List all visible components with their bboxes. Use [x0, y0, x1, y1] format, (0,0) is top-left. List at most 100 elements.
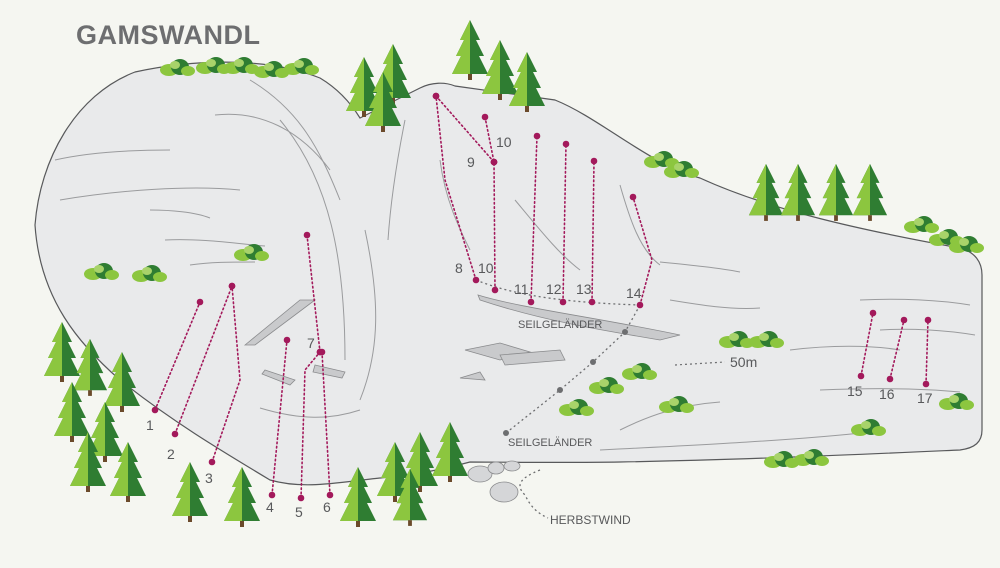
- route-line-12: [562, 143, 567, 303]
- route-start-icon: [472, 276, 480, 284]
- bush-icon: [664, 161, 699, 178]
- tree-icon: [509, 52, 545, 112]
- route-label-3: 3: [205, 470, 213, 486]
- tree-icon: [748, 163, 784, 221]
- route-label-4: 4: [266, 499, 274, 515]
- route-line-13: [591, 160, 595, 303]
- tree-icon: [452, 20, 488, 80]
- route-line-5: [300, 351, 321, 499]
- route-start-icon: [588, 298, 596, 306]
- climbing-routes: [151, 92, 932, 502]
- route-label-10: 10: [478, 260, 494, 276]
- route-line-14: [632, 196, 653, 306]
- route-line-10top: [484, 116, 495, 163]
- tree-icon: [70, 432, 106, 492]
- base-boulders: [467, 460, 521, 503]
- route-start-icon: [857, 372, 865, 380]
- route-label-8: 8: [455, 260, 463, 276]
- fixed-rope-lower-label: SEILGELÄNDER: [508, 437, 592, 449]
- route-start-icon: [481, 113, 489, 121]
- route-line-17: [925, 319, 929, 385]
- route-anchor-icon: [869, 309, 877, 317]
- route-line-15: [860, 312, 874, 377]
- fixed-rope-upper-label: SEILGELÄNDER: [518, 319, 602, 331]
- route-start-icon: [268, 491, 276, 499]
- route-anchor-icon: [590, 157, 598, 165]
- route-line-9: [435, 95, 495, 163]
- route-anchor-icon: [490, 158, 498, 166]
- tree-icon: [224, 467, 260, 527]
- route-label-5: 5: [295, 504, 303, 520]
- route-anchor-icon: [228, 282, 236, 290]
- bush-icon: [644, 151, 679, 168]
- tree-icon: [346, 57, 382, 117]
- route-label-12: 12: [546, 281, 562, 297]
- route-anchor-icon: [924, 316, 932, 324]
- tree-icon: [818, 163, 854, 221]
- route-line-10: [493, 161, 496, 291]
- tree-icon: [44, 322, 80, 382]
- route-label-14: 14: [626, 285, 642, 301]
- route-anchor-icon: [196, 298, 204, 306]
- route-anchor-icon: [533, 132, 541, 140]
- rock-ledges: [243, 294, 681, 386]
- route-start-icon: [636, 301, 644, 309]
- fixed-rope-upper: SEILGELÄNDER: [475, 279, 641, 331]
- bush-icon: [589, 377, 624, 394]
- route-start-icon: [316, 348, 324, 356]
- route-start-icon: [297, 494, 305, 502]
- bushes: [84, 57, 984, 468]
- bush-icon: [659, 396, 694, 413]
- route-line-3: [211, 285, 241, 463]
- bush-icon: [234, 244, 269, 261]
- distance-label: 50m: [730, 354, 757, 370]
- route-label-15: 15: [847, 383, 863, 399]
- route-line-8: [435, 95, 477, 281]
- bush-icon: [719, 331, 754, 348]
- tree-icon: [110, 442, 146, 502]
- bush-icon: [939, 393, 974, 410]
- route-label-1: 1: [146, 417, 154, 433]
- route-label-9: 9: [467, 154, 475, 170]
- fixed-rope-lower: SEILGELÄNDER: [503, 304, 641, 449]
- page-title: GAMSWANDL: [76, 20, 261, 50]
- bush-icon: [794, 449, 829, 466]
- bush-icon: [851, 419, 886, 436]
- bush-icon: [224, 57, 259, 74]
- route-start-icon: [432, 92, 440, 100]
- trees: [44, 20, 888, 527]
- route-start-icon: [527, 298, 535, 306]
- tree-icon: [340, 467, 376, 527]
- tree-icon: [365, 72, 401, 132]
- tree-icon: [87, 402, 123, 462]
- route-line-16: [889, 319, 905, 380]
- route-numbers: 1 2 3 4 5 6 7 8 9 10 10 11 12 13 14 15 1…: [146, 134, 933, 520]
- route-label-13: 13: [576, 281, 592, 297]
- route-start-icon: [171, 430, 179, 438]
- bush-icon: [749, 331, 784, 348]
- bush-icon: [284, 58, 319, 75]
- tree-icon: [172, 462, 208, 522]
- route-anchor-icon: [283, 336, 291, 344]
- bush-icon: [559, 399, 594, 416]
- route-start-icon: [326, 491, 334, 499]
- tree-icon: [392, 468, 428, 526]
- approach-path: [519, 469, 549, 519]
- route-line-2: [174, 285, 233, 435]
- tree-icon: [780, 163, 816, 221]
- route-label-10-top: 10: [496, 134, 512, 150]
- route-line-4: [271, 339, 288, 496]
- route-start-icon: [208, 458, 216, 466]
- route-label-16: 16: [879, 386, 895, 402]
- distance-marker-line: [674, 361, 726, 366]
- route-label-11: 11: [514, 281, 529, 297]
- bush-icon: [160, 59, 195, 76]
- bush-icon: [904, 216, 939, 233]
- tree-icon: [482, 40, 518, 100]
- tree-icon: [104, 352, 140, 412]
- route-anchor-icon: [562, 140, 570, 148]
- tree-icon: [54, 382, 90, 442]
- route-label-6: 6: [323, 499, 331, 515]
